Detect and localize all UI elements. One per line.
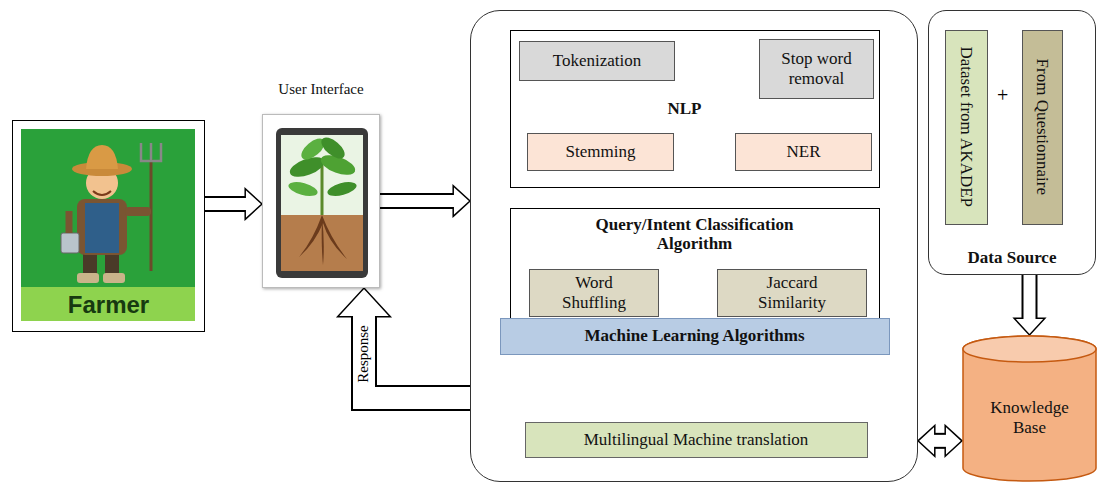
process-box: Jaccard Similarity: [717, 269, 867, 317]
process-box: NER: [735, 133, 872, 171]
arrow-head: [1014, 318, 1045, 335]
arrow-outline: [364, 317, 470, 398]
questionnaire-box: From Questionnaire: [1022, 30, 1063, 225]
farmer-box: Farmer: [12, 120, 205, 332]
node-text: Farmer: [68, 291, 149, 319]
block-arrow: [918, 425, 962, 456]
node-text: Word Shuffling: [549, 273, 639, 312]
arrow-head: [945, 425, 962, 456]
process-box: Tokenization: [519, 41, 675, 81]
classification-box: Query/Intent Classification AlgorithmWor…: [510, 208, 880, 320]
arrow-inner: [1024, 275, 1036, 320]
edge-label: Response: [355, 325, 372, 383]
arrow-inner: [364, 315, 470, 398]
node-text: Jaccard Similarity: [742, 273, 842, 312]
node-text: NER: [787, 142, 821, 162]
node-text: User Interface: [278, 81, 363, 98]
block-arrow: [205, 189, 262, 220]
node-text: Data Source: [968, 248, 1057, 268]
dataset-box: Dataset from AKADEP: [945, 30, 988, 225]
node-text: From Questionnaire: [1032, 59, 1052, 195]
arrow-head: [918, 425, 935, 456]
node-text: NLP: [668, 99, 702, 119]
node-text: Machine Learning Algorithms: [584, 326, 804, 346]
arrow-inner: [933, 435, 947, 447]
node-text: Stop word removal: [772, 49, 862, 88]
arrow-head: [245, 189, 262, 220]
node-text: Knowledge Base: [980, 398, 1080, 437]
nlp-box: NLP Tokenization Stop word removalStemming…: [510, 30, 880, 188]
node-text: Tokenization: [553, 51, 642, 71]
arrow-head: [338, 288, 391, 317]
node-text: Dataset from AKADEP: [956, 47, 976, 208]
node-text: Multilingual Machine translation: [584, 430, 809, 450]
node-text: Query/Intent Classification Algorithm: [560, 215, 830, 254]
arrow-inner: [380, 195, 455, 207]
block-arrow: [1014, 275, 1045, 335]
label-wrap: +: [997, 84, 1008, 107]
process-box: Stemming: [527, 133, 674, 171]
node-text: Stemming: [566, 142, 636, 162]
block-arrow: [380, 186, 470, 217]
knowledge-base-cylinder: Knowledge Base: [962, 335, 1097, 482]
arrow-head: [453, 186, 470, 217]
data-source-box: Data Source Dataset from AKADEP From Quest…: [928, 10, 1096, 275]
arrow-inner: [205, 198, 247, 210]
processing-container: NLP Tokenization Stop word removalStemming…: [470, 10, 918, 482]
user-interface-box: User Interface: [262, 114, 380, 288]
block-arrow: [338, 288, 470, 398]
plus-sign: +: [997, 84, 1008, 106]
process-box: Stop word removal: [759, 39, 874, 99]
process-box: Multilingual Machine translation: [525, 422, 868, 458]
illustration: [263, 115, 379, 287]
process-box: Word Shuffling: [529, 269, 659, 317]
ml-band: Machine Learning Algorithms: [500, 318, 890, 355]
